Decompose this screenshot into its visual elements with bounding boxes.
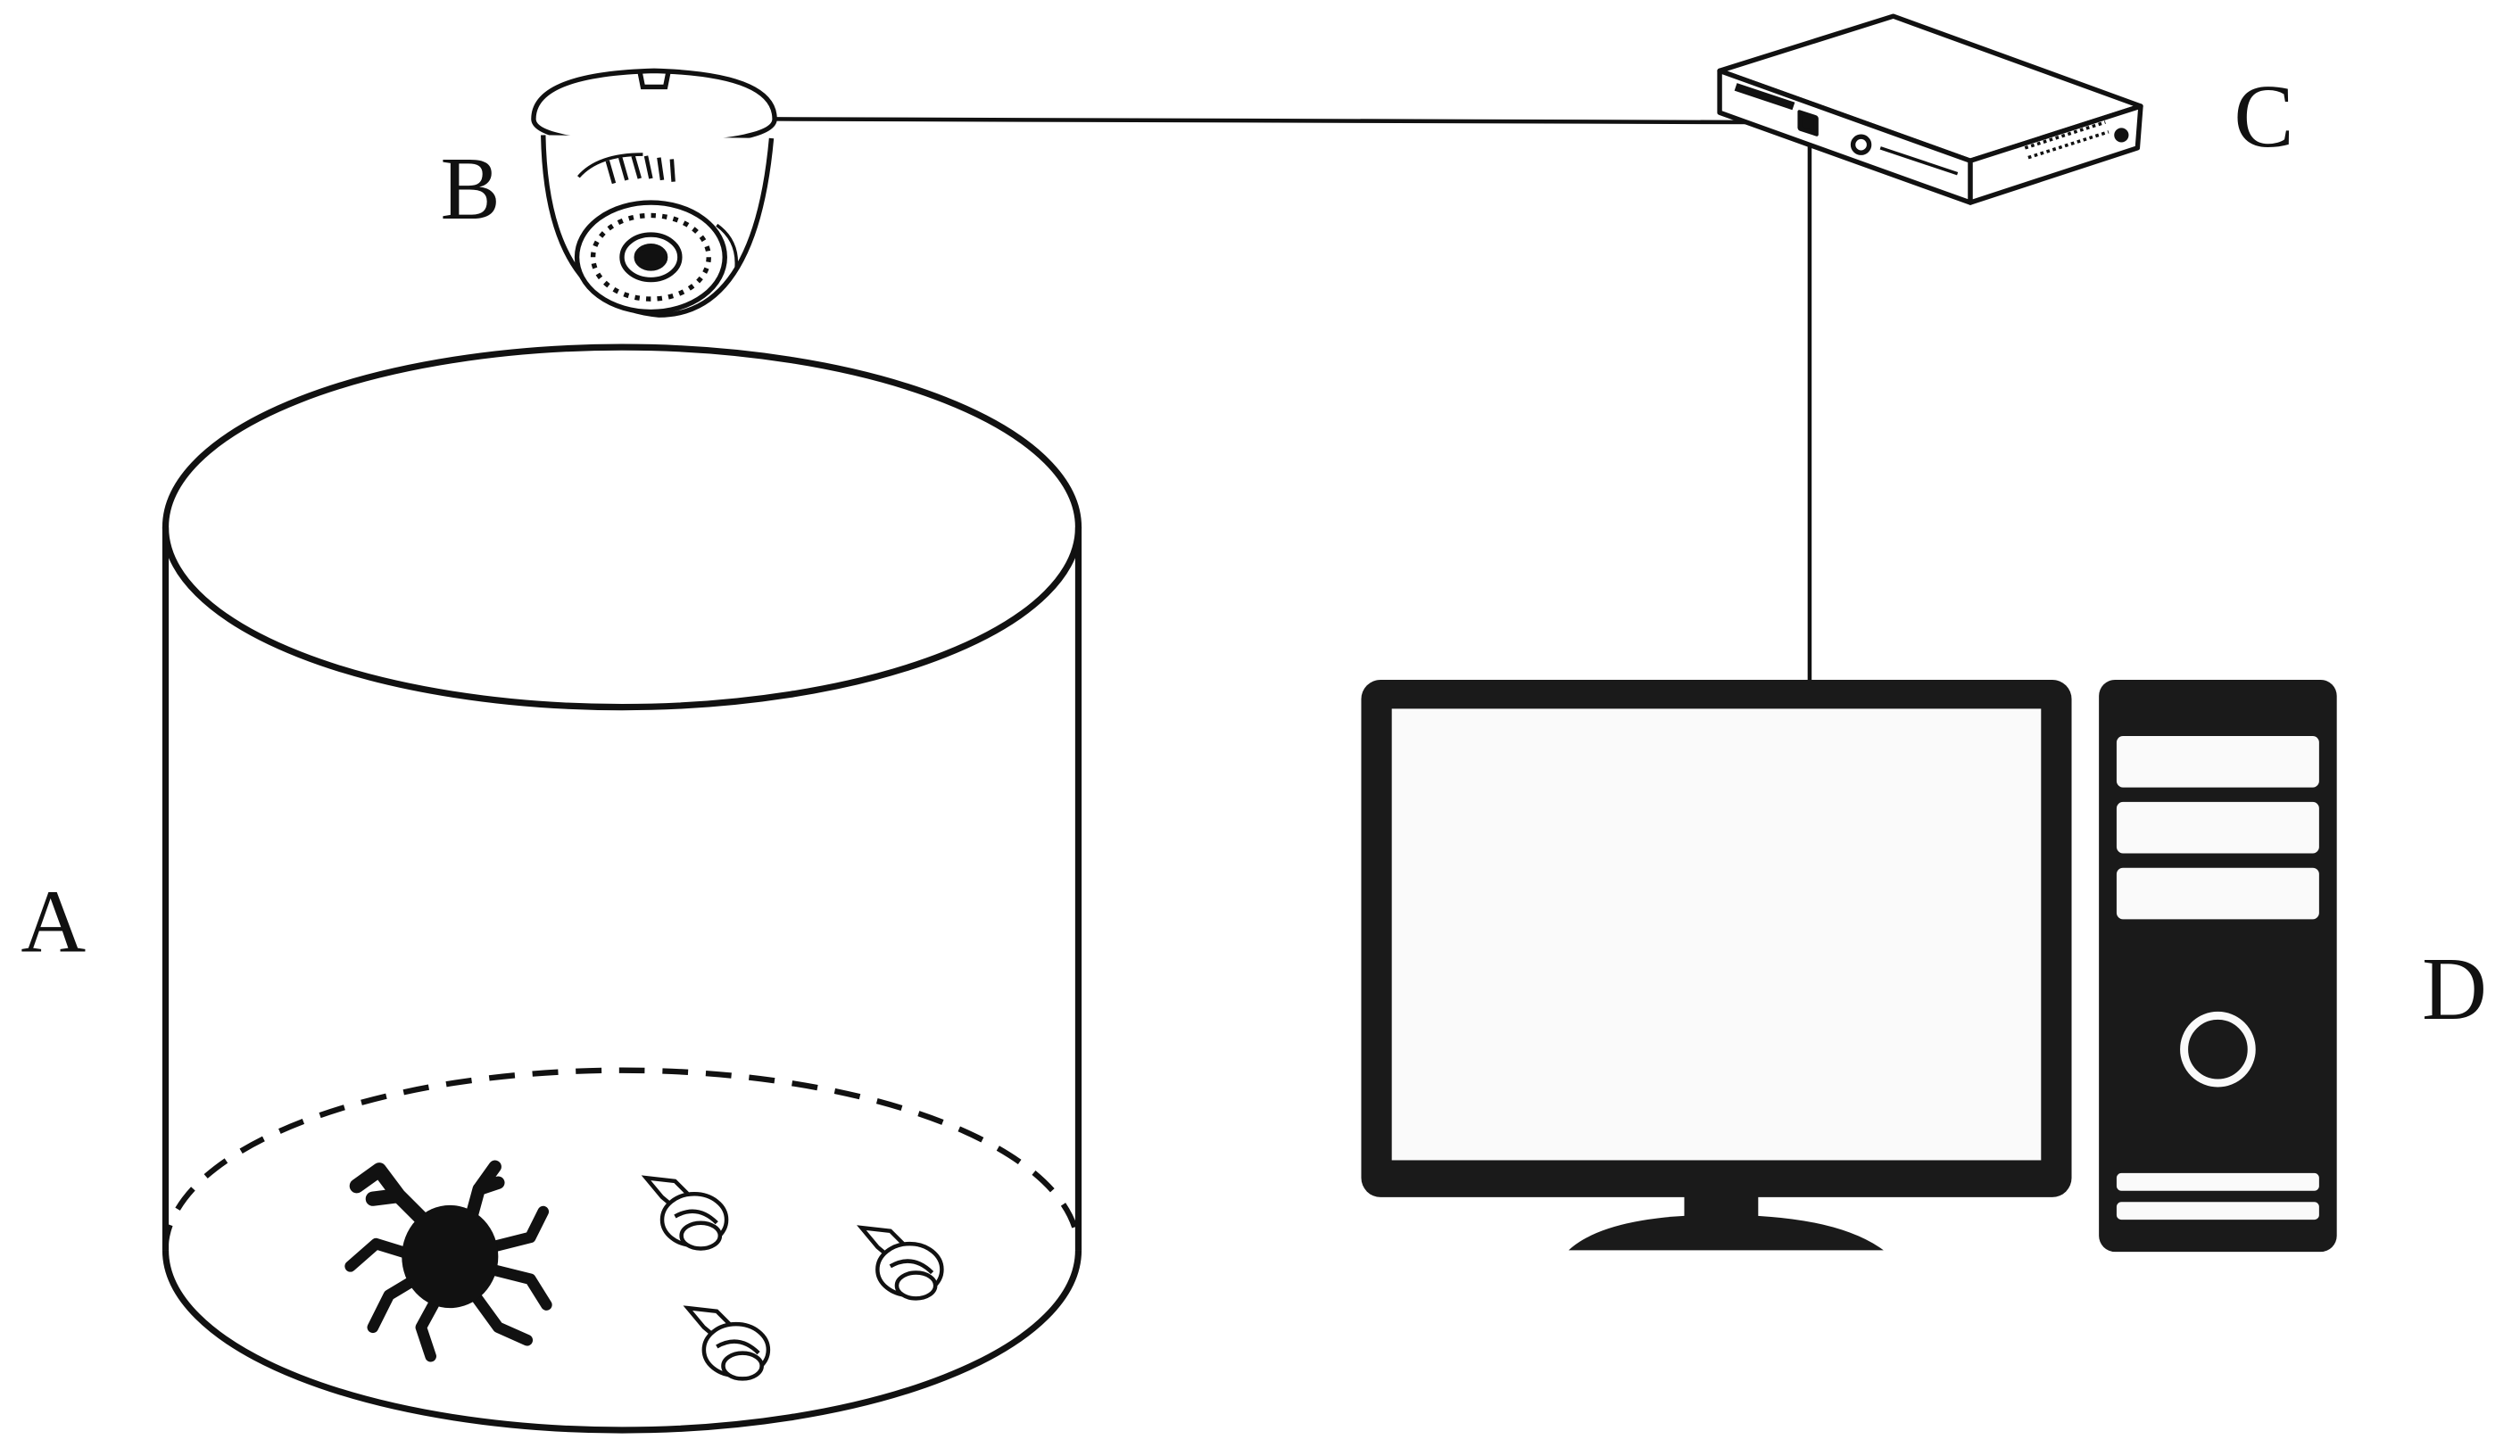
label-tank: A <box>21 871 86 971</box>
tank-top-rim <box>162 343 1082 711</box>
camera-to-recorder-cable <box>775 117 1755 125</box>
camera-mount-seam <box>637 70 671 90</box>
crab-icon <box>344 1160 552 1362</box>
monitor-screen <box>1391 708 2042 1161</box>
label-computer: D <box>2422 939 2487 1038</box>
cylinder-tank-icon <box>162 343 1082 1434</box>
camera-lens <box>634 243 668 271</box>
computer-icon <box>1361 679 2337 1253</box>
monitor-icon <box>1361 679 2072 1251</box>
dome-camera-icon <box>531 68 777 318</box>
camera-vent-slots <box>605 155 676 185</box>
recorder-side <box>1968 103 2143 205</box>
snail-icon <box>641 1175 729 1251</box>
snail-icon <box>683 1305 771 1381</box>
snail-icon <box>857 1225 944 1301</box>
tower-slot-1 <box>2116 1172 2319 1191</box>
network-video-recorder-icon <box>1717 13 2143 205</box>
camera-mount-base <box>531 68 777 147</box>
drive-bay-1 <box>2116 736 2319 788</box>
drive-bay-2 <box>2116 801 2319 854</box>
connection-lines <box>775 117 1812 680</box>
drive-bay-3 <box>2116 867 2319 920</box>
monitor-stand <box>1568 1214 1884 1251</box>
tower-power-button <box>2180 1011 2256 1088</box>
tower-slot-2 <box>2116 1202 2319 1220</box>
recorder-power-button <box>1850 134 1872 155</box>
label-camera: B <box>440 138 500 238</box>
label-recorder: C <box>2234 66 2293 166</box>
tank-bottom-front <box>162 1250 1082 1434</box>
desktop-tower-icon <box>2099 679 2337 1253</box>
tank-bottom-back <box>162 1067 1082 1251</box>
